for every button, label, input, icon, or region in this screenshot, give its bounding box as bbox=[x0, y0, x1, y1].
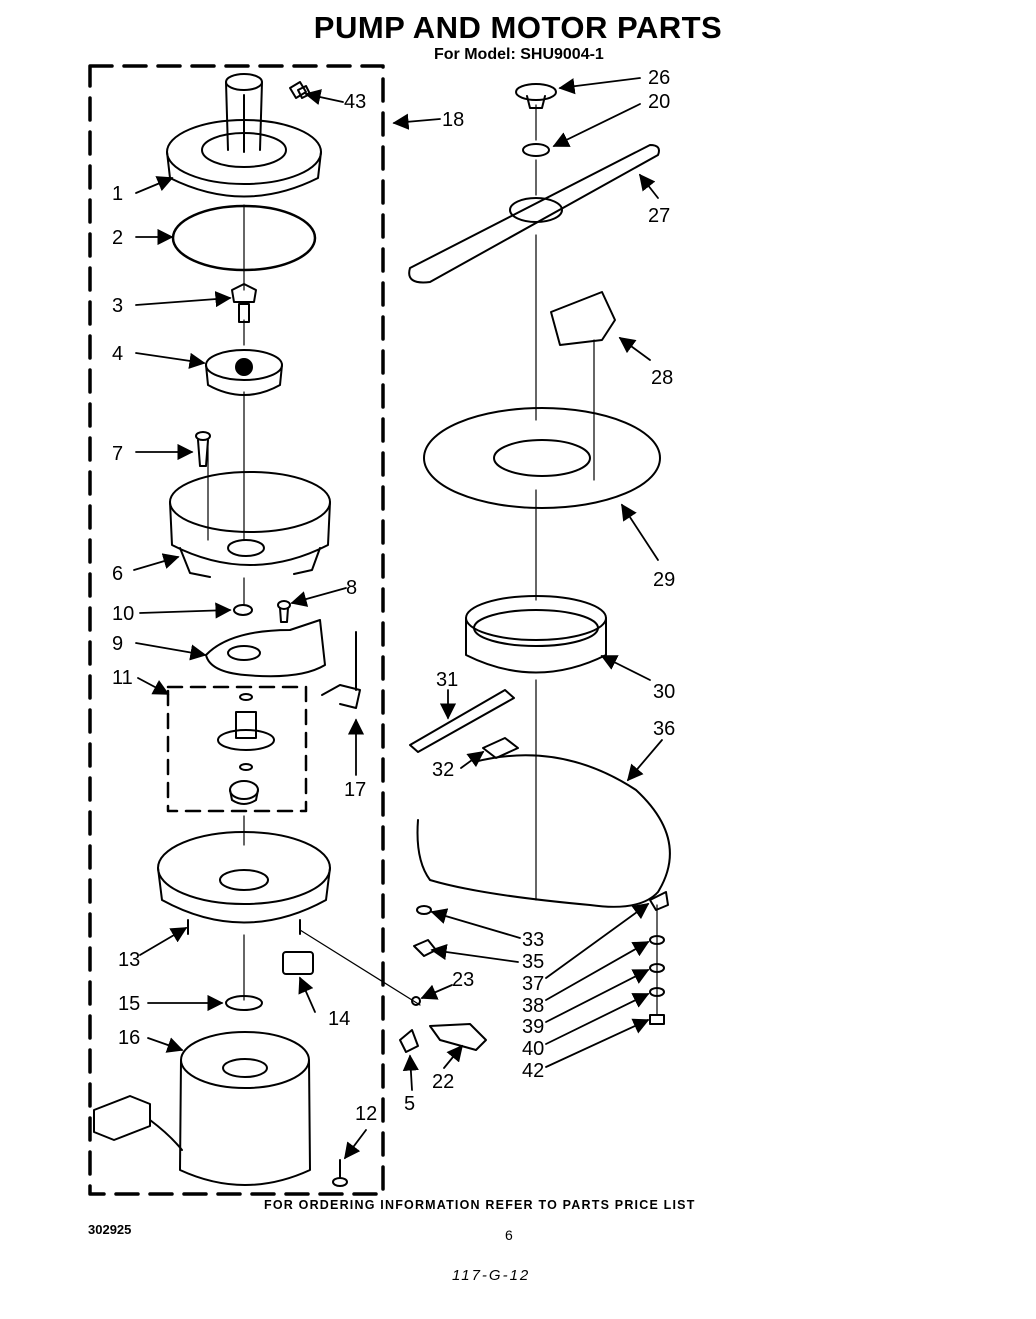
callout-5: 5 bbox=[404, 1093, 415, 1115]
callout-10: 10 bbox=[112, 603, 134, 625]
callout-33: 33 bbox=[522, 929, 544, 951]
ordering-info-note: FOR ORDERING INFORMATION REFER TO PARTS … bbox=[264, 1198, 696, 1212]
gasket-36 bbox=[416, 754, 671, 908]
callout-42: 42 bbox=[522, 1060, 544, 1082]
callout-26: 26 bbox=[648, 67, 670, 89]
heater-element-31 bbox=[409, 689, 515, 753]
screw-12 bbox=[332, 1159, 348, 1187]
callout-12: 12 bbox=[355, 1103, 377, 1125]
capacitor bbox=[282, 951, 314, 975]
callout-14: 14 bbox=[328, 1008, 350, 1030]
callout-13: 13 bbox=[118, 949, 140, 971]
filter-ring bbox=[465, 595, 607, 674]
callout-11: 11 bbox=[112, 667, 133, 689]
callout-43: 43 bbox=[344, 91, 366, 113]
callout-30: 30 bbox=[653, 681, 675, 703]
callout-32: 32 bbox=[432, 759, 454, 781]
callout-1: 1 bbox=[112, 183, 123, 205]
axis-lines bbox=[207, 104, 658, 1016]
callout-6: 6 bbox=[112, 563, 123, 585]
callout-37: 37 bbox=[522, 973, 544, 995]
callout-8: 8 bbox=[346, 577, 357, 599]
callout-2: 2 bbox=[112, 227, 123, 249]
document-number: 302925 bbox=[88, 1222, 132, 1237]
seal-plate bbox=[205, 619, 326, 678]
bracket-32 bbox=[482, 737, 519, 759]
callout-35: 35 bbox=[522, 951, 544, 973]
parts-5-22-23 bbox=[399, 996, 487, 1053]
leader-lines bbox=[133, 77, 663, 1160]
callout-23: 23 bbox=[452, 969, 474, 991]
impeller-group-boundary bbox=[166, 685, 308, 813]
callout-31: 31 bbox=[436, 669, 458, 691]
impeller-nut bbox=[231, 283, 257, 323]
callout-29: 29 bbox=[653, 569, 675, 591]
motor-washer bbox=[225, 995, 263, 1011]
pump-motor bbox=[93, 1031, 311, 1186]
callout-18: 18 bbox=[442, 109, 464, 131]
callout-22: 22 bbox=[432, 1071, 454, 1093]
callout-17: 17 bbox=[344, 779, 366, 801]
page-number: 6 bbox=[505, 1227, 513, 1243]
deflector-28 bbox=[550, 291, 616, 346]
callout-40: 40 bbox=[522, 1038, 544, 1060]
screw-7 bbox=[195, 431, 211, 467]
callout-15: 15 bbox=[118, 993, 140, 1015]
callout-20: 20 bbox=[648, 91, 670, 113]
chopper-impeller bbox=[205, 349, 283, 396]
filter-screen bbox=[423, 407, 661, 509]
callout-3: 3 bbox=[112, 295, 123, 317]
pump-base bbox=[169, 471, 331, 578]
callout-36: 36 bbox=[653, 718, 675, 740]
seal-washer bbox=[233, 604, 253, 616]
pump-housing-cover bbox=[166, 73, 322, 198]
callout-39: 39 bbox=[522, 1016, 544, 1038]
callout-9: 9 bbox=[112, 633, 123, 655]
screw-8 bbox=[277, 600, 291, 623]
callout-7: 7 bbox=[112, 443, 123, 465]
handwritten-note: 117-G-12 bbox=[452, 1267, 531, 1284]
motor-mount bbox=[157, 831, 331, 935]
callout-28: 28 bbox=[651, 367, 673, 389]
impeller-set bbox=[217, 693, 275, 805]
callout-16: 16 bbox=[118, 1027, 140, 1049]
bracket-17 bbox=[321, 631, 361, 709]
callout-4: 4 bbox=[112, 343, 123, 365]
spray-arm-hub bbox=[515, 83, 557, 109]
pump-assembly-boundary bbox=[88, 64, 385, 1196]
callout-38: 38 bbox=[522, 995, 544, 1017]
page-title: PUMP AND MOTOR PARTS bbox=[313, 10, 723, 45]
lower-spray-arm bbox=[408, 144, 660, 284]
callout-27: 27 bbox=[648, 205, 670, 227]
model-subtitle: For Model: SHU9004-1 bbox=[434, 46, 604, 63]
spray-arm-washer bbox=[522, 143, 550, 157]
